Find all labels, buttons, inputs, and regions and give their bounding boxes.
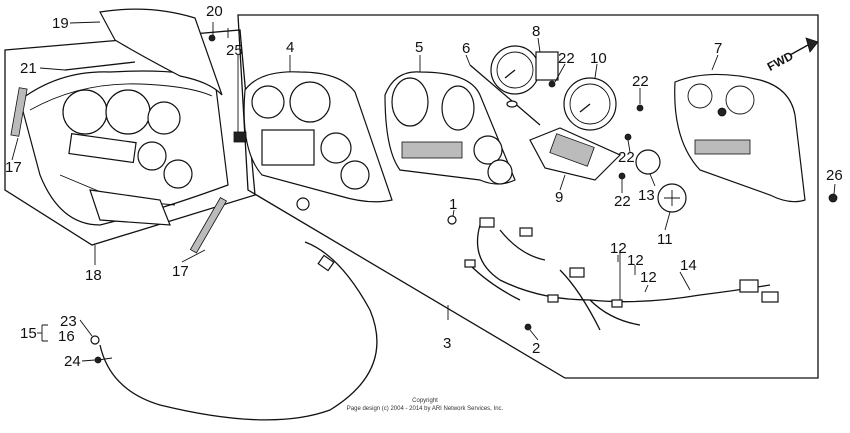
callout-5: 5 [415,39,423,56]
callout-20: 20 [206,3,223,20]
leader-lines [11,21,836,362]
callout-18: 18 [85,267,102,284]
callout-2: 2 [532,340,540,357]
main-assembly-outline [237,14,819,379]
indicator-board [529,127,622,181]
nut-26 [828,193,838,203]
callout-23: 23 [60,313,77,330]
trim-strip-bottom [189,196,228,254]
meter-housing [19,70,229,226]
callout-labels: 19 20 25 21 17 17 18 4 5 6 8 22 10 7 FWD… [5,3,843,370]
callout-22a: 22 [558,50,575,67]
callout-7: 7 [714,40,722,57]
wire-harness [464,217,779,331]
callout-1: 1 [449,196,457,213]
meter-cover [99,8,223,96]
trim-strip-left [10,87,28,137]
callout-15: 15 [20,325,37,342]
screw-20 [208,34,216,42]
callout-24: 24 [64,353,81,370]
copyright-line2: Page design (c) 2004 - 2014 by ARI Netwo… [347,406,504,412]
grommet-1 [447,215,457,225]
speedometer [563,77,617,131]
speedometer-cable [99,241,378,421]
callout-14: 14 [680,257,697,274]
callout-6: 6 [462,40,470,57]
callout-11: 11 [657,231,673,248]
screw-22a [548,80,556,88]
screw-22d [618,172,626,180]
callout-12b: 12 [627,252,644,269]
meter-panel [384,71,516,185]
callout-22d: 22 [614,193,631,210]
meter-case [674,73,806,203]
callout-16: 16 [58,328,75,345]
callout-26: 26 [826,167,843,184]
bulb-socket [233,131,247,143]
callout-8: 8 [532,23,540,40]
callout-4: 4 [286,39,294,56]
callout-19: 19 [52,15,69,32]
screw-22b [636,104,644,112]
tachometer [490,45,559,95]
fwd-label: FWD [765,49,796,74]
grommet [296,197,310,211]
fuel-gauge [635,149,661,175]
callout-17a: 17 [5,159,22,176]
cable-6 [469,64,541,126]
callout-10: 10 [590,50,607,67]
forward-direction-marker [789,37,819,56]
screw-22c [624,133,632,141]
cable-clamp [90,335,100,345]
copyright-line1: Copyright [412,398,438,404]
callout-22c: 22 [618,149,635,166]
callout-12c: 12 [640,269,657,286]
callout-25: 25 [226,42,243,59]
callout-21: 21 [20,60,37,77]
callout-3: 3 [443,335,451,352]
screw-2 [524,323,532,331]
callout-17b: 17 [172,263,189,280]
callout-12a: 12 [610,240,627,257]
callout-22b: 22 [632,73,649,90]
trim-strip-top [64,61,136,71]
meter-lens [243,71,393,203]
callout-9: 9 [555,189,563,206]
callout-13: 13 [638,187,655,204]
